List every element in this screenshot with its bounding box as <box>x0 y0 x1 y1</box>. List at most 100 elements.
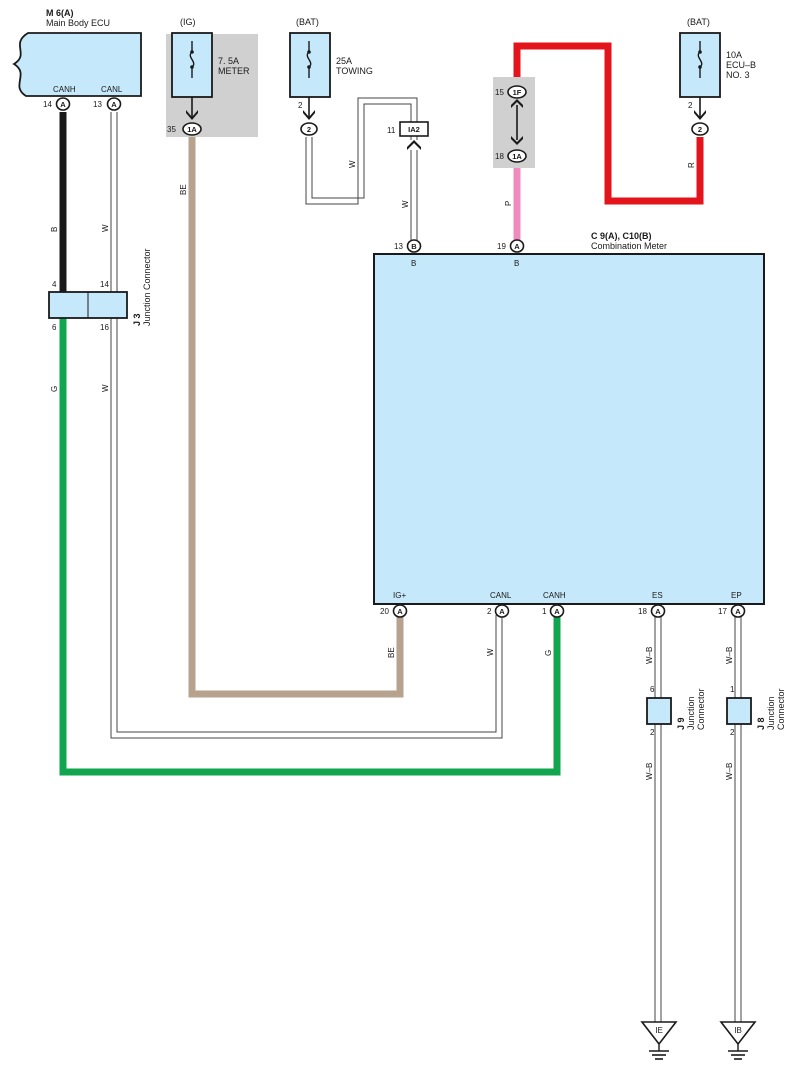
fuse-meter-dot-top <box>190 50 194 54</box>
combination-meter-box <box>373 253 765 605</box>
j3-pin-in-left: 4 <box>52 280 57 289</box>
fuse-ecub-conn: 2 <box>698 125 702 134</box>
wire-label-ep-upper: W–B <box>725 647 734 664</box>
j3-name: Junction Connector <box>142 248 152 326</box>
wire-label-towing-w1: W <box>348 160 357 168</box>
relay-bottom-pin: 18 <box>495 152 504 161</box>
wire-label-canl-w: W <box>486 648 495 656</box>
ecu-canl-conn-letter: A <box>111 100 117 109</box>
fuse-meter-pin: 35 <box>167 125 176 134</box>
wire-label-ep-lower: W–B <box>725 763 734 780</box>
j8-pin-out: 2 <box>730 728 735 737</box>
j9-pin-out: 2 <box>650 728 655 737</box>
meter-connector-1 <box>549 604 565 618</box>
fuse-ecub-name-1: ECU–B <box>726 60 756 70</box>
j3-id: J 3 <box>132 313 142 326</box>
meter-pin-1: 1 <box>542 607 547 616</box>
wire-label-red: R <box>687 162 696 168</box>
fuse-meter-dot-bottom <box>190 65 194 69</box>
fuse-ecub-pin: 2 <box>688 101 693 110</box>
fuse-towing-dot-bottom <box>307 65 311 69</box>
meter-connector-20 <box>392 604 408 618</box>
relay-top-connector <box>507 85 527 99</box>
meter-label-igplus: IG+ <box>393 591 406 600</box>
meter-conn-17: A <box>735 607 741 616</box>
fuse-meter-rating: 7. 5A <box>218 56 239 66</box>
meter-conn-18: A <box>655 607 661 616</box>
ecu-subtitle: Main Body ECU <box>46 18 110 28</box>
meter-connector-2 <box>494 604 510 618</box>
wire-label-j3-white: W <box>101 384 110 392</box>
meter-top-label-13: B <box>411 259 416 268</box>
ia2-pin: 11 <box>387 126 396 135</box>
meter-connector-18 <box>650 604 666 618</box>
combination-meter-title: C 9(A), C10(B) <box>591 231 652 241</box>
relay-top-pin: 15 <box>495 88 504 97</box>
fuse-ecub-dot-bottom <box>698 65 702 69</box>
fuse-meter-connector <box>182 122 202 136</box>
meter-top-conn-19: A <box>514 242 520 251</box>
meter-pin-18: 18 <box>638 607 647 616</box>
j8-junction-connector <box>726 697 752 725</box>
fuse-towing-source: (BAT) <box>296 17 319 27</box>
wire-label-pink: P <box>504 201 513 206</box>
meter-label-canl: CANL <box>490 591 512 600</box>
relay-bottom-connector <box>507 149 527 163</box>
ecu-canl-connector <box>106 97 122 111</box>
j3-pin-out-left: 6 <box>52 323 57 332</box>
ia2-name: IA2 <box>408 125 420 134</box>
j9-name-1: Junction <box>686 696 696 730</box>
wire-label-es-lower: W–B <box>645 763 654 780</box>
meter-pin-17: 17 <box>718 607 727 616</box>
fuse-ecub-connector <box>691 122 709 136</box>
fuse-towing-connector <box>300 122 318 136</box>
ecu-canh-connector <box>55 97 71 111</box>
meter-top-pin-19: 19 <box>497 242 506 251</box>
ecu-canl-pin: 13 <box>93 100 102 109</box>
fuse-towing-pin: 2 <box>298 101 303 110</box>
j8-name-1: Junction <box>766 696 776 730</box>
ecu-canh-pin: 14 <box>43 100 52 109</box>
ground-ie-label: IE <box>655 1026 663 1035</box>
fuse-ecub-source: (BAT) <box>687 17 710 27</box>
fuse-towing-name: TOWING <box>336 66 373 76</box>
wire-beige <box>188 137 404 698</box>
j8-pin-in: 1 <box>730 685 735 694</box>
fuse-ecub-dot-top <box>698 50 702 54</box>
fuse-towing-dot-top <box>307 50 311 54</box>
j8-id: J 8 <box>756 717 766 730</box>
meter-pin-20: 20 <box>380 607 389 616</box>
ecu-canl-label: CANL <box>101 85 123 94</box>
wire-label-ecu-canh: B <box>50 227 59 232</box>
wire-wb-es <box>654 615 662 1022</box>
wire-label-meter-beige: BE <box>179 184 188 195</box>
j8-name-2: Connector <box>776 688 786 730</box>
wire-white-canl-upper <box>110 112 118 292</box>
meter-label-es: ES <box>652 591 663 600</box>
meter-top-connector-19 <box>509 239 525 253</box>
ecu-title: M 6(A) <box>46 8 74 18</box>
fuse-meter-conn: 1A <box>187 125 197 134</box>
relay-bottom-conn: 1A <box>512 152 522 161</box>
fuse-ecub-rating: 10A <box>726 50 742 60</box>
j3-pin-in-right: 14 <box>100 280 109 289</box>
wire-green <box>59 318 561 776</box>
meter-conn-2: A <box>499 607 505 616</box>
fuse-meter-source: (IG) <box>180 17 196 27</box>
fuse-towing-rating: 25A <box>336 56 352 66</box>
fuse-meter-chevron <box>186 110 198 120</box>
wire-white-canl-lower <box>110 318 503 739</box>
meter-top-conn-13: B <box>411 242 417 251</box>
meter-label-canh: CANH <box>543 591 566 600</box>
fuse-ecub-name-2: NO. 3 <box>726 70 750 80</box>
wire-label-ig-beige: BE <box>387 647 396 658</box>
meter-pin-2: 2 <box>487 607 492 616</box>
wire-red <box>513 42 704 205</box>
wire-white-towing <box>305 97 418 240</box>
ecu-canh-conn-letter: A <box>60 100 66 109</box>
relay-top-conn: 1F <box>513 88 522 97</box>
wire-label-ecu-canl: W <box>101 224 110 232</box>
j9-pin-in: 6 <box>650 685 655 694</box>
meter-conn-1: A <box>554 607 560 616</box>
ecu-canh-label: CANH <box>53 85 76 94</box>
